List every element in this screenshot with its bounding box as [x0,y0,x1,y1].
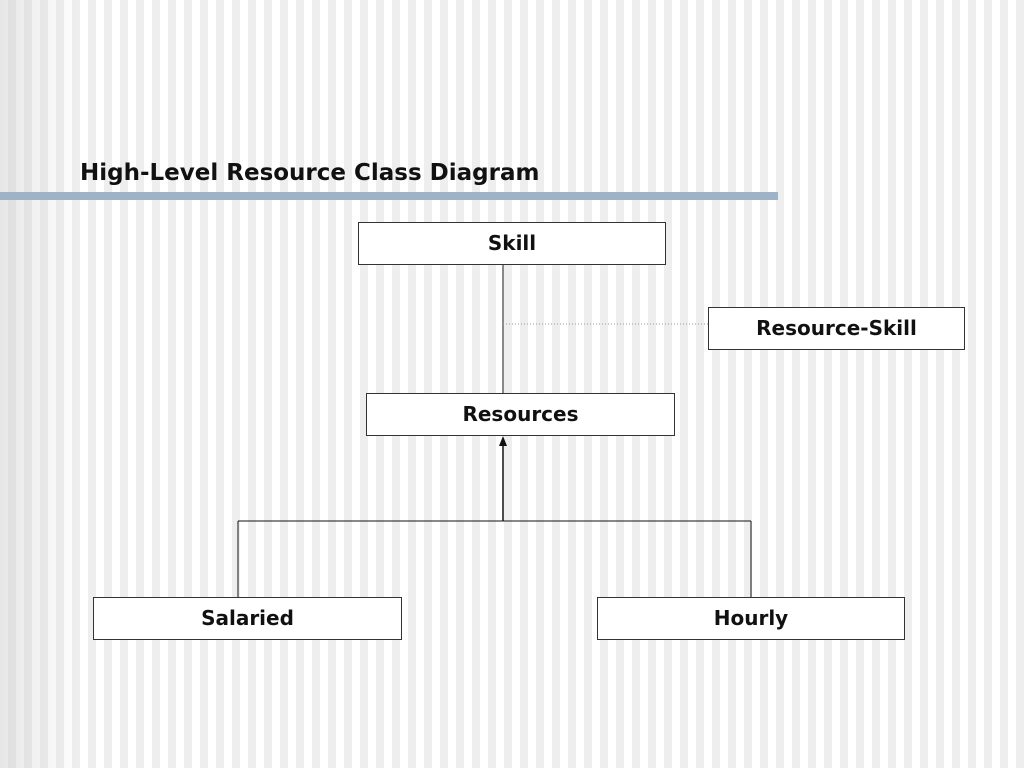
class-label-resources: Resources [462,402,579,426]
class-box-hourly: Hourly [597,597,905,640]
class-box-resources: Resources [366,393,675,436]
class-box-skill: Skill [358,222,666,265]
class-label-skill: Skill [487,231,537,255]
generalization-arrowhead [499,436,507,446]
title-underline-bar [0,192,778,200]
class-box-salaried: Salaried [93,597,402,640]
class-label-hourly: Hourly [713,606,789,630]
class-box-resource-skill: Resource-Skill [708,307,965,350]
class-label-resource-skill: Resource-Skill [756,316,917,340]
class-label-salaried: Salaried [201,606,294,630]
page-title: High-Level Resource Class Diagram [80,160,540,186]
